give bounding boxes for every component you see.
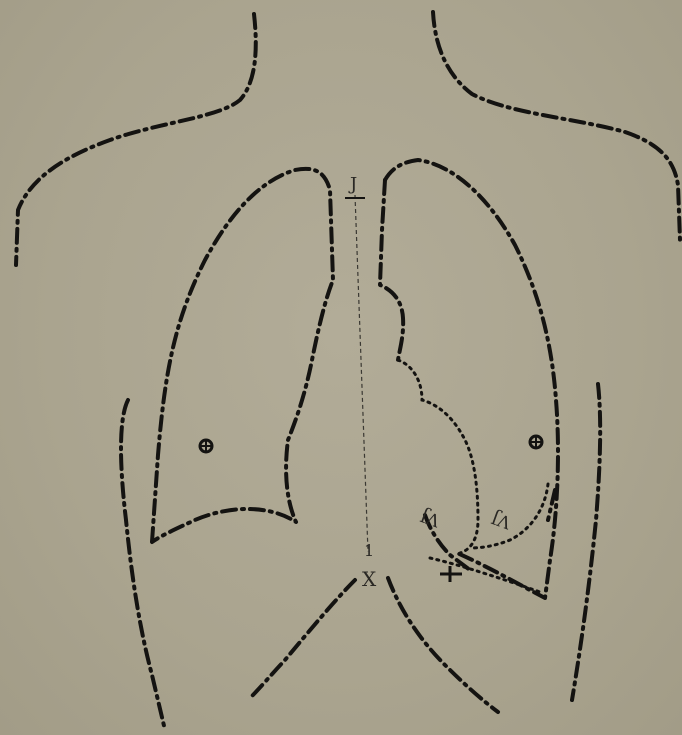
right-flank-outline	[572, 384, 600, 700]
right-nipple-marker	[530, 436, 542, 448]
sternal-midline	[355, 195, 368, 552]
apex-cross-marker	[440, 566, 462, 582]
right-neck-shoulder-outline	[433, 12, 680, 240]
annotation-outer: VJ	[489, 507, 515, 533]
annotation-inner: VJ	[418, 505, 444, 531]
bottom-mark-label: 1	[364, 541, 374, 560]
right-lung-outline	[385, 160, 558, 598]
xiphoid-label: X	[362, 567, 377, 591]
left-lung-outline	[152, 169, 333, 542]
left-neck-shoulder-outline	[16, 14, 256, 265]
left-costal-margin	[252, 580, 355, 696]
right-costal-margin	[388, 578, 498, 712]
top-mark-label: J	[348, 174, 357, 195]
left-nipple-marker	[200, 440, 212, 452]
right-lung-medial-border	[380, 180, 403, 360]
